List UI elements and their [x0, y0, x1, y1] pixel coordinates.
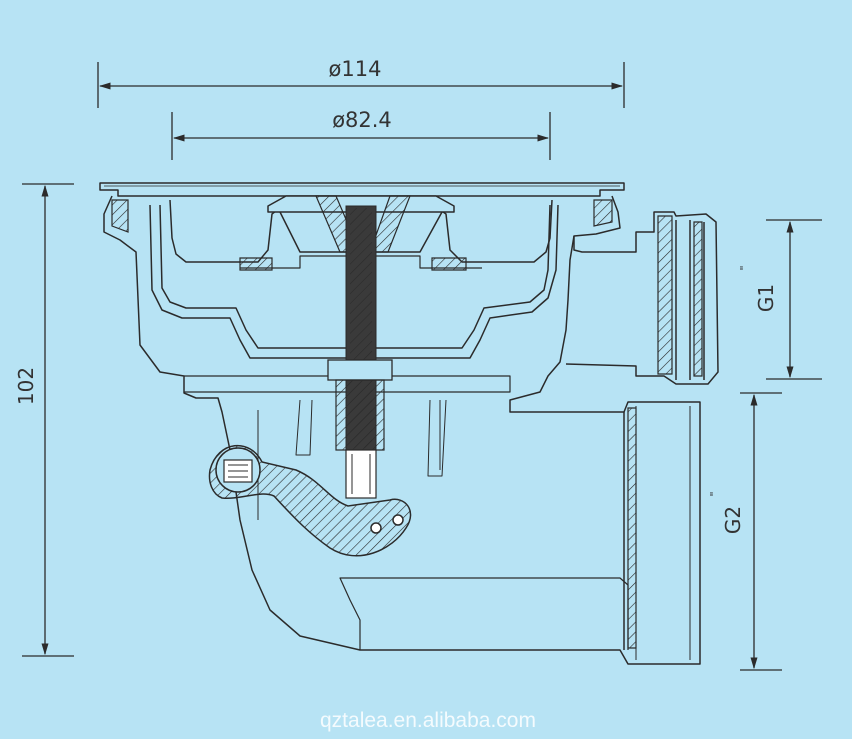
hatched-sections [111, 195, 703, 649]
dimension-lines [22, 62, 822, 671]
central-threaded-rod [327, 205, 393, 499]
inner-diameter-label: ø82.4 [332, 108, 392, 132]
thread-g1-inch-mark: " [738, 265, 751, 270]
lever-arm [208, 445, 412, 557]
outer-diameter-label: ø114 [329, 57, 382, 81]
thread-g2-label: G2 [721, 506, 745, 534]
height-label: 102 [14, 367, 38, 405]
watermark-text: qztalea.en.alibaba.com [320, 709, 536, 732]
thread-g2-inch-mark: " [708, 491, 721, 496]
thread-g1-label: G1 [754, 284, 778, 312]
drain-body [99, 182, 719, 665]
